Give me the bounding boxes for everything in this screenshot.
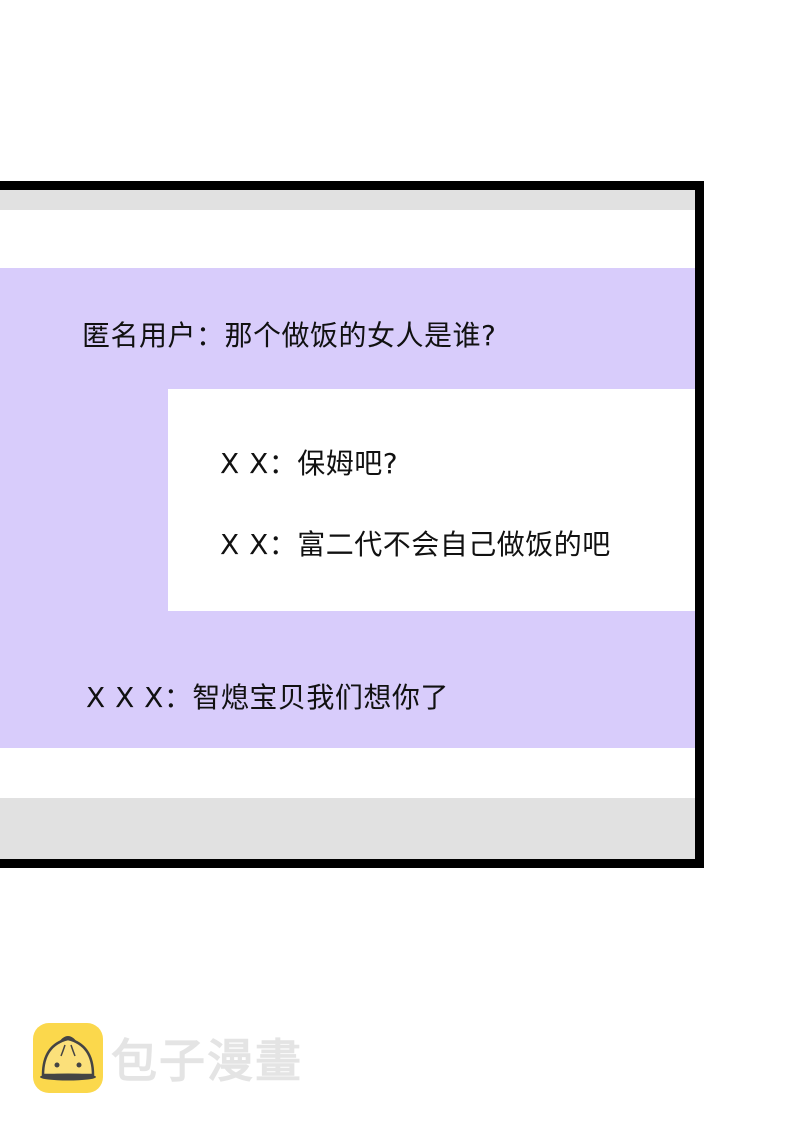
comment-panel: 匿名用户：那个做饭的女人是谁? X X：保姆吧? X X：富二代不会自己做饭的吧… [0,181,704,868]
comment-xxx: X X X：智熄宝贝我们想你了 [86,681,449,714]
reply-1: X X：保姆吧? [220,447,399,480]
reply-2: X X：富二代不会自己做饭的吧 [220,528,611,561]
comment-anonymous: 匿名用户：那个做饭的女人是谁? [82,319,497,352]
bottom-white-band [0,748,695,798]
steamed-bun-icon [33,1023,103,1093]
watermark-logo: 包子漫畫 [33,1023,303,1093]
bottom-gray-band [0,798,695,859]
top-white-band [0,210,695,268]
top-gray-band [0,190,695,210]
watermark-text: 包子漫畫 [111,1034,303,1088]
reply-inset-box [168,389,695,611]
